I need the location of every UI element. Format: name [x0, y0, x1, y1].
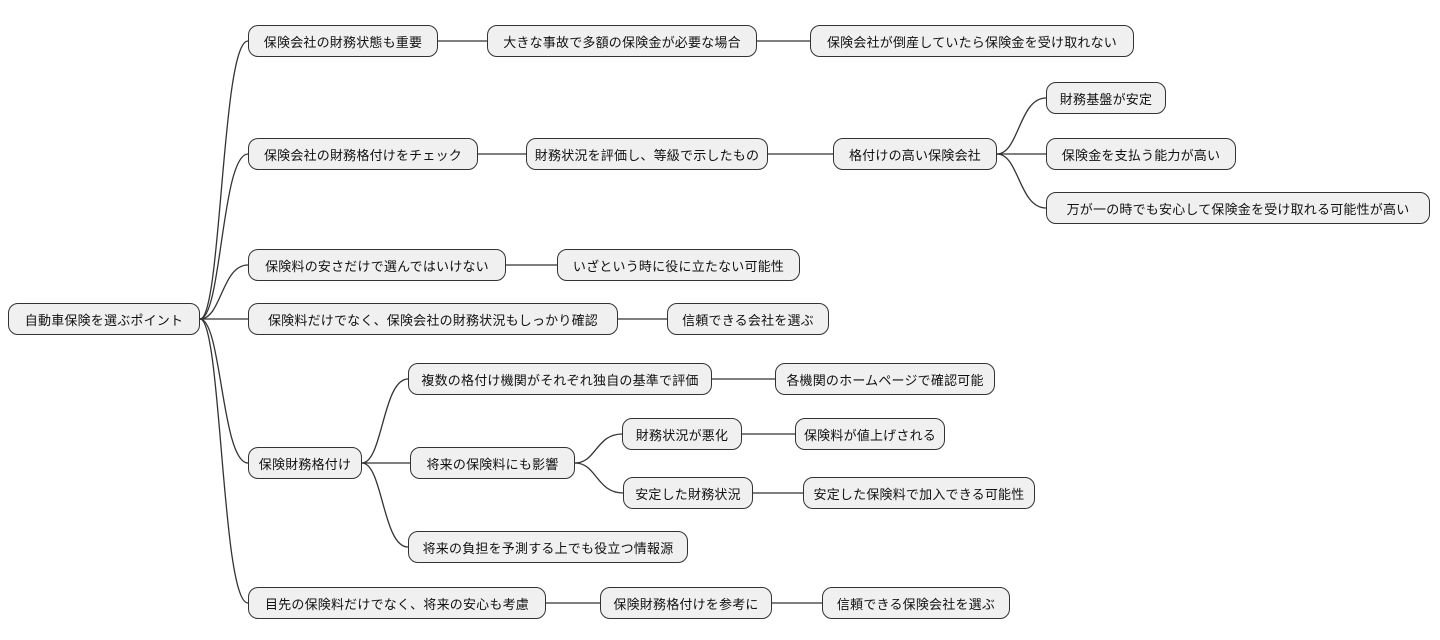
mindmap-node-b3c1: 財務基盤が安定 [1046, 82, 1166, 114]
mindmap-node-f1: 目先の保険料だけでなく、将来の安心も考慮 [248, 587, 546, 619]
mindmap-node-d2: 信頼できる会社を選ぶ [667, 303, 829, 335]
mindmap-node-e6: 保険料が値上げされる [795, 418, 945, 450]
edge-root-e1 [199, 318, 249, 464]
mindmap-node-f2: 保険財務格付けを参考に [600, 587, 772, 619]
mindmap-node-e2: 複数の格付け機関がそれぞれ独自の基準で評価 [408, 363, 712, 395]
mindmap-node-e4: 将来の保険料にも影響 [410, 447, 575, 479]
mindmap-node-e5: 財務状況が悪化 [622, 418, 742, 450]
mindmap-node-e9: 将来の負担を予測する上でも役立つ情報源 [408, 531, 688, 563]
mindmap-node-b3c3: 万が一の時でも安心して保険金を受け取れる可能性が高い [1046, 192, 1430, 224]
mindmap-node-a3: 保険会社が倒産していたら保険金を受け取れない [810, 25, 1134, 57]
mindmap-node-a2: 大きな事故で多額の保険金が必要な場合 [487, 25, 757, 57]
edge-root-f1 [199, 318, 249, 604]
mindmap-node-d1: 保険料だけでなく、保険会社の財務状況もしっかり確認 [248, 303, 618, 335]
mindmap-node-root: 自動車保険を選ぶポイント [8, 303, 200, 335]
edge-e4-e5 [574, 433, 623, 464]
mindmap-node-e1: 保険財務格付け [248, 447, 362, 479]
mindmap-node-b2: 財務状況を評価し、等級で示したもの [526, 138, 768, 170]
mindmap-node-c2: いざという時に役に立たない可能性 [557, 249, 800, 281]
edge-e1-e2 [361, 378, 409, 464]
edge-root-c1 [199, 264, 249, 320]
mindmap-node-a1: 保険会社の財務状態も重要 [248, 25, 438, 57]
mindmap-node-e8: 安定した保険料で加入できる可能性 [803, 477, 1035, 509]
edge-root-b1 [199, 153, 249, 320]
mindmap-node-b3c2: 保険金を支払う能力が高い [1046, 138, 1236, 170]
mindmap-node-b1: 保険会社の財務格付けをチェック [248, 138, 478, 170]
mindmap-node-c1: 保険料の安さだけで選んではいけない [248, 249, 506, 281]
edge-e4-e7 [574, 462, 624, 494]
mindmap-node-e7: 安定した財務状況 [623, 477, 753, 509]
edge-root-a1 [199, 40, 249, 320]
edge-b3-b3c3 [996, 153, 1047, 209]
mindmap-node-b3: 格付けの高い保険会社 [833, 138, 997, 170]
mindmap-node-e3: 各機関のホームページで確認可能 [775, 363, 995, 395]
mindmap-node-f3: 信頼できる保険会社を選ぶ [822, 587, 1010, 619]
edge-e1-e9 [361, 462, 409, 548]
edge-b3-b3c1 [996, 97, 1047, 155]
